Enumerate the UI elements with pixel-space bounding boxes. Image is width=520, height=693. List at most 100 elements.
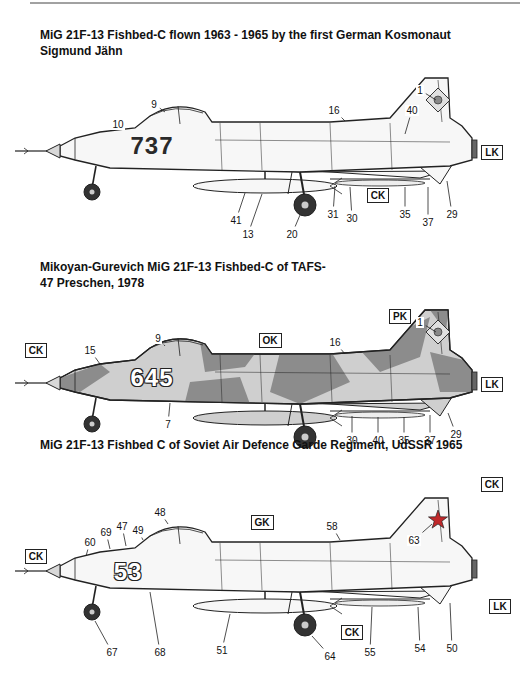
leader-line	[334, 186, 335, 207]
stencil-box: LK	[489, 599, 510, 614]
leader-line	[352, 416, 353, 433]
national-emblem	[426, 88, 450, 112]
leader-line	[350, 187, 352, 211]
red-star	[428, 510, 447, 528]
callout-number: 41	[229, 215, 242, 226]
callout-number: 64	[323, 651, 336, 662]
leader-line	[86, 550, 88, 557]
stencil-code: PK	[393, 311, 407, 322]
leader-line	[404, 417, 405, 433]
leader-line	[430, 415, 431, 433]
callout-number: 37	[421, 217, 434, 228]
stencil-code: CK	[29, 551, 43, 562]
leader-line	[251, 194, 262, 227]
stencil-box: CK	[25, 343, 47, 358]
leader-line	[447, 181, 451, 207]
leader-line	[426, 94, 436, 100]
stencil-box: PK	[389, 309, 411, 324]
callout-number: 31	[326, 209, 339, 220]
leader-line	[336, 534, 340, 541]
leader-line	[378, 417, 379, 433]
callout-number: 67	[105, 647, 118, 658]
stencil-code: CK	[29, 345, 43, 356]
callout-number: 35	[398, 209, 411, 220]
profile-heading: MiG 21F-13 Fishbed-C flown 1963 - 1965 b…	[40, 28, 480, 59]
leader-line	[428, 187, 429, 215]
callout-number: 15	[83, 345, 96, 356]
leader-line	[169, 403, 170, 417]
stencil-box: CK	[341, 625, 363, 640]
leader-line	[448, 413, 453, 427]
leader-line	[95, 358, 100, 365]
leader-line	[165, 520, 168, 525]
stencil-code: CK	[371, 190, 385, 201]
callout-number: 68	[153, 647, 166, 658]
callout-number: 30	[345, 213, 358, 224]
profile-heading: Mikoyan-Gurevich MiG 21F-13 Fishbed-C of…	[40, 260, 330, 291]
callout-number: 55	[363, 647, 376, 658]
callout-number: 69	[99, 527, 112, 538]
callout-number: 16	[328, 337, 341, 348]
leader-line	[312, 636, 323, 649]
stencil-box: OK	[259, 333, 282, 348]
stencil-code: CK	[485, 479, 499, 490]
leader-line	[108, 540, 110, 550]
callout-number: 51	[215, 645, 228, 656]
callout-number: 9	[154, 333, 162, 344]
stencil-box: LK	[481, 377, 502, 392]
callout-number: 58	[325, 521, 338, 532]
stencil-box: GK	[251, 515, 274, 530]
stencil-code: GK	[255, 517, 270, 528]
leader-line	[224, 614, 230, 643]
leader-line	[405, 118, 410, 135]
stencil-code: LK	[485, 379, 498, 390]
callout-number: 63	[407, 535, 420, 546]
leader-line	[239, 193, 246, 213]
callout-number: 1	[416, 317, 424, 328]
callout-number: 49	[131, 525, 144, 536]
leader-line	[142, 538, 143, 541]
callout-number: 7	[164, 419, 172, 430]
aircraft-number: 645	[130, 365, 173, 391]
leader-line	[342, 118, 346, 122]
aircraft-number: 53	[114, 559, 143, 585]
stencil-code: LK	[493, 601, 506, 612]
stencil-code: OK	[263, 335, 278, 346]
stencil-box: LK	[481, 145, 502, 160]
aircraft-number: 737	[130, 133, 173, 159]
callout-number: 47	[115, 521, 128, 532]
stencil-code: CK	[345, 627, 359, 638]
stencil-box: CK	[481, 477, 503, 492]
mig21-profile	[15, 498, 477, 636]
mig21-profile	[15, 310, 477, 448]
leader-line	[124, 534, 127, 547]
leader-line	[164, 345, 165, 346]
callout-number: 1	[416, 85, 424, 96]
callout-number: 40	[405, 105, 418, 116]
leader-line	[426, 326, 436, 332]
leader-line	[450, 603, 452, 641]
leader-line	[418, 607, 420, 641]
callout-number: 29	[449, 429, 462, 440]
callout-number: 50	[445, 643, 458, 654]
callout-number: 10	[111, 119, 124, 130]
profile-heading: MiG 21F-13 Fishbed C of Soviet Air Defen…	[40, 438, 480, 454]
leader-line	[160, 108, 165, 112]
leader-line	[341, 350, 345, 355]
callout-number: 54	[413, 643, 426, 654]
national-emblem	[426, 320, 450, 344]
callout-number: 29	[445, 209, 458, 220]
callout-number: 20	[285, 229, 298, 240]
leader-line	[150, 592, 159, 645]
stencil-box: CK	[25, 549, 47, 564]
callout-number: 60	[83, 537, 96, 548]
leader-line	[405, 187, 406, 207]
mig21-profile	[15, 78, 477, 216]
callout-number: 9	[150, 99, 158, 110]
leader-line	[95, 621, 108, 645]
leader-lines	[86, 94, 453, 649]
border-rule	[30, 3, 520, 4]
leader-line	[370, 607, 372, 645]
callout-number: 13	[241, 229, 254, 240]
